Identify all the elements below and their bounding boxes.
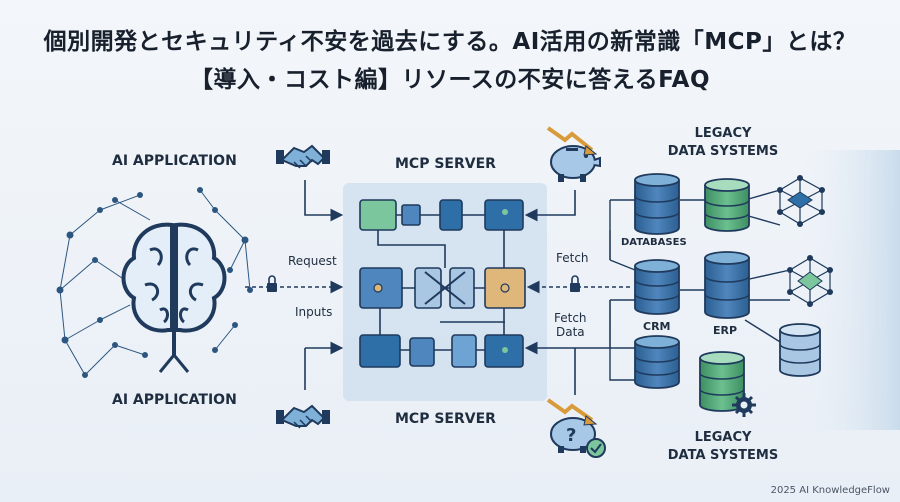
handshake-icon	[276, 144, 330, 169]
lock-icon	[570, 275, 580, 292]
database-icon	[634, 173, 680, 235]
gear-icon	[732, 393, 756, 417]
down-trend-arrow-icon	[546, 398, 598, 426]
fetch-data-label-line2: Data	[556, 325, 585, 339]
down-trend-arrow-icon	[546, 126, 598, 156]
database-icon	[704, 178, 750, 232]
inputs-label: Inputs	[295, 305, 333, 319]
database-icon	[634, 335, 680, 389]
legacy-label-bottom-line1: LEGACY	[694, 430, 752, 445]
ai-application-label-top: AI APPLICATION	[112, 153, 237, 169]
handshake-icon	[276, 404, 330, 429]
request-label: Request	[288, 254, 337, 268]
network-icon	[59, 189, 251, 376]
legacy-label-top-line2: DATA SYSTEMS	[667, 144, 779, 159]
page-title-line1: 個別開発とセキュリティ不安を過去にする。AI活用の新常識「MCP」とは？	[43, 29, 857, 55]
database-icon	[704, 251, 750, 319]
database-icon	[699, 351, 745, 412]
erp-label: ERP	[713, 324, 738, 337]
page-title-line2: 【導入・コスト編】リソースの不安に答えるFAQ	[189, 67, 711, 93]
mcp-server-label-top: MCP SERVER	[395, 156, 496, 172]
databases-label: DATABASES	[621, 237, 687, 248]
mcp-server-label-bottom: MCP SERVER	[395, 411, 496, 427]
credit-text: 2025 AI KnowledgeFlow	[770, 485, 890, 496]
fetch-data-label-line1: Fetch	[554, 311, 587, 325]
fetch-label: Fetch	[556, 251, 589, 265]
question-icon: ?	[566, 425, 576, 446]
piggy-bank-icon: ?	[550, 417, 596, 453]
circuit-module-icon	[359, 199, 526, 368]
ai-application-label-bottom: AI APPLICATION	[112, 392, 237, 408]
check-icon	[586, 438, 606, 458]
legacy-label-top-line1: LEGACY	[694, 126, 752, 141]
lock-icon	[267, 275, 277, 292]
database-icon	[779, 323, 821, 377]
database-icon	[634, 259, 680, 315]
brain-icon	[121, 222, 227, 373]
crm-label: CRM	[643, 320, 671, 333]
legacy-label-bottom-line2: DATA SYSTEMS	[667, 448, 779, 463]
